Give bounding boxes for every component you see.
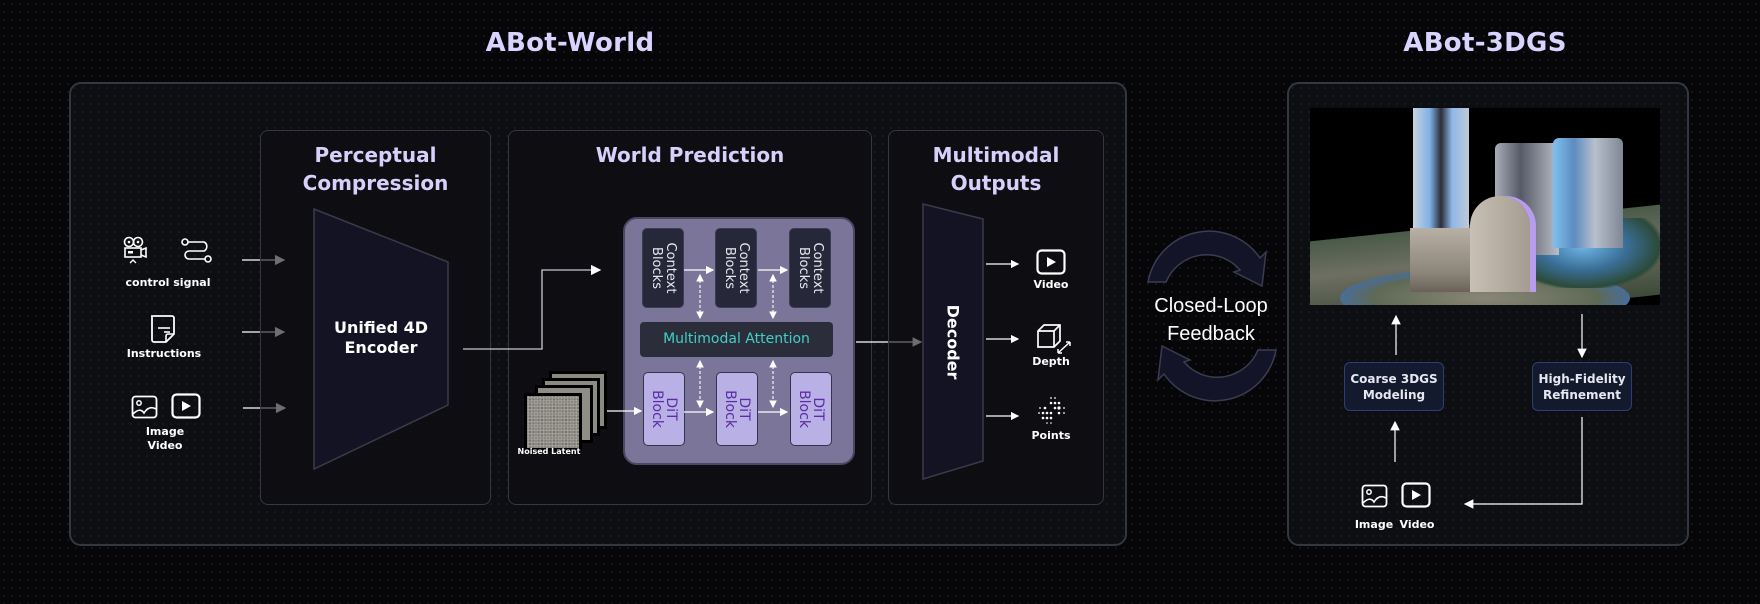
decoder-output-arrows bbox=[986, 259, 1020, 421]
gs-video-label: Video bbox=[1399, 518, 1435, 531]
noised-latent-label: Noised Latent bbox=[517, 447, 581, 456]
abot-world-title: ABot-World bbox=[485, 28, 655, 58]
closed-loop-feedback-label: Closed-Loop Feedback bbox=[1154, 295, 1268, 345]
image-video-label: Image Video bbox=[145, 425, 185, 452]
context-block-1: Context Blocks bbox=[642, 228, 684, 308]
closed-loop-arrows bbox=[1147, 230, 1277, 402]
dit-block-2: DiT Block bbox=[716, 372, 758, 446]
control-signal-label: control signal bbox=[125, 276, 211, 289]
image-icon bbox=[131, 395, 159, 423]
gs-image-label: Image bbox=[1354, 518, 1394, 531]
context-block-2: Context Blocks bbox=[715, 228, 757, 308]
gs-image-icon bbox=[1361, 484, 1389, 512]
noised-latent-frame-1 bbox=[524, 393, 582, 451]
context-block-3: Context Blocks bbox=[789, 228, 831, 308]
depth-cube-icon bbox=[1036, 323, 1072, 359]
dit-block-1: DiT Block bbox=[643, 372, 685, 446]
tower-right bbox=[1553, 138, 1623, 248]
camera-icon bbox=[122, 236, 148, 270]
instructions-icon bbox=[148, 314, 176, 348]
multimodal-attention-block: Multimodal Attention bbox=[640, 322, 833, 357]
world-prediction-title: World Prediction bbox=[595, 143, 785, 167]
output-depth-label: Depth bbox=[1032, 355, 1070, 368]
multimodal-outputs-title: Multimodal Outputs bbox=[932, 143, 1060, 195]
high-fidelity-refinement-box: High-Fidelity Refinement bbox=[1532, 362, 1632, 411]
encoder-trapezoid bbox=[313, 207, 449, 471]
output-points-label: Points bbox=[1031, 429, 1071, 442]
output-video-label: Video bbox=[1033, 278, 1069, 291]
abot-3dgs-title: ABot-3DGS bbox=[1403, 28, 1567, 58]
trajectory-icon bbox=[180, 238, 214, 268]
video-icon bbox=[171, 393, 201, 423]
curved-building bbox=[1470, 196, 1530, 292]
encoder-to-context-connector bbox=[463, 264, 602, 350]
3dgs-pipeline-arrows bbox=[1390, 314, 1587, 509]
perceptual-compression-title: Perceptual Compression bbox=[302, 143, 449, 195]
instructions-label: Instructions bbox=[126, 347, 202, 360]
unified-4d-encoder-label: Unified 4D Encoder bbox=[333, 318, 428, 357]
prediction-internal-arrows bbox=[684, 265, 789, 417]
coarse-3dgs-modeling-box: Coarse 3DGS Modeling bbox=[1344, 362, 1444, 411]
decoder-label: Decoder bbox=[943, 304, 963, 380]
dit-block-3: DiT Block bbox=[790, 372, 832, 446]
output-video-icon bbox=[1036, 249, 1066, 279]
points-cloud-icon bbox=[1034, 396, 1068, 430]
3dgs-reconstruction-image bbox=[1310, 108, 1660, 305]
tower-left bbox=[1413, 108, 1469, 230]
decoder-trapezoid bbox=[922, 203, 984, 481]
latent-to-dit-arrow bbox=[607, 406, 643, 416]
gs-video-icon bbox=[1401, 482, 1431, 512]
